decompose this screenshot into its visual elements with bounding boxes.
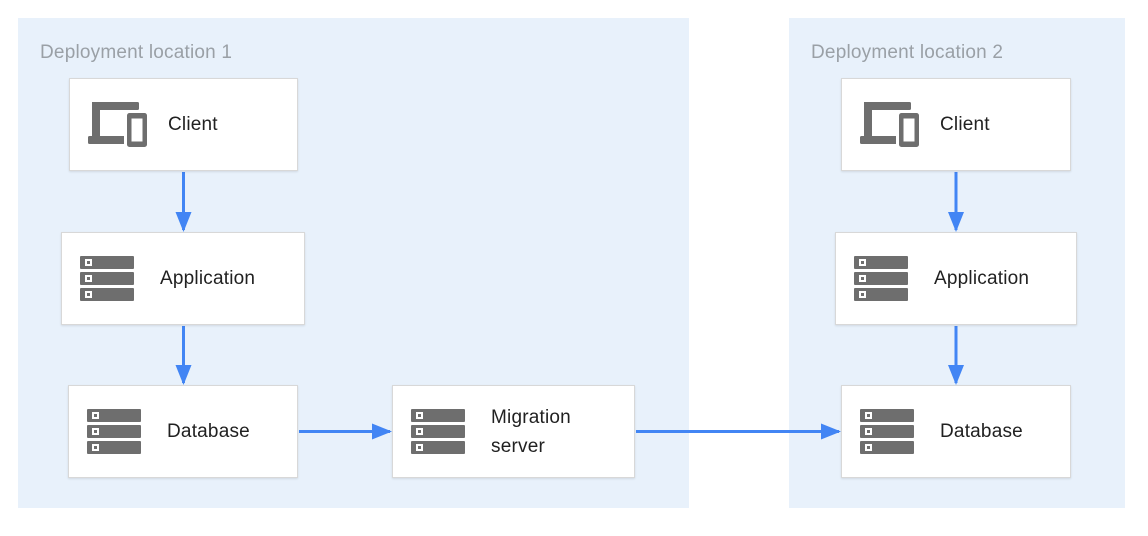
devices-icon	[88, 100, 150, 150]
node-database-2: Database	[841, 385, 1071, 478]
node-label: Client	[168, 114, 218, 135]
server-icon	[854, 256, 916, 301]
node-label: Client	[940, 114, 990, 135]
node-label: Database	[167, 421, 250, 442]
server-icon	[411, 409, 473, 454]
node-client-2: Client	[841, 78, 1071, 171]
server-icon	[87, 409, 149, 454]
node-label: Application	[934, 268, 1030, 289]
node-client-1: Client	[69, 78, 298, 171]
node-application-1: Application	[61, 232, 305, 325]
region-title: Deployment location 1	[40, 42, 233, 63]
node-database-1: Database	[68, 385, 298, 478]
server-icon	[80, 256, 142, 301]
node-label: Application	[160, 268, 256, 289]
node-label: Database	[940, 421, 1023, 442]
devices-icon	[860, 100, 922, 150]
server-icon	[860, 409, 922, 454]
region-title: Deployment location 2	[811, 42, 1004, 63]
node-label: Migration server	[491, 406, 571, 457]
node-migration-server: Migration server	[392, 385, 635, 478]
node-application-2: Application	[835, 232, 1077, 325]
